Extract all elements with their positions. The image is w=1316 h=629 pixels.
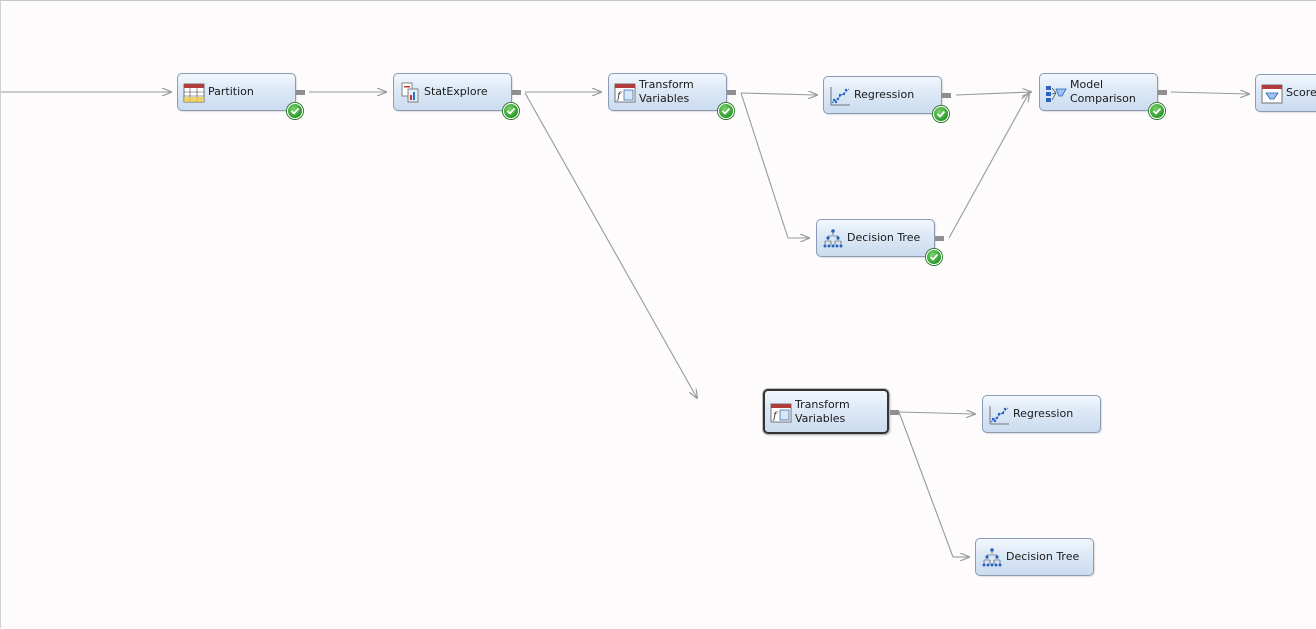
completed-status-icon [1149,103,1165,119]
statexplore-node[interactable]: StatExplore [393,73,521,119]
decision-tree-node-2[interactable]: Decision Tree [975,538,1094,576]
completed-status-icon [933,106,949,122]
output-port[interactable] [942,93,951,98]
node-label: Transform Variables [639,78,694,105]
link-transform2-to-regression2 [898,412,975,414]
node-label: Score [1286,86,1316,99]
output-port[interactable] [727,90,736,95]
link-transform-to-regression [740,93,817,95]
output-port[interactable] [296,90,305,95]
node-label: Decision Tree [1006,550,1080,563]
regression-icon [830,87,850,106]
model-comparison-node[interactable]: Model Comparison [1039,73,1167,119]
completed-status-icon [718,103,734,119]
node-label: Transform Variables [795,397,850,425]
regression-node-2[interactable]: Regression [982,395,1101,433]
regression-icon [989,406,1009,425]
output-port[interactable] [890,410,899,415]
decision-tree-icon [823,229,843,248]
output-port[interactable] [935,236,944,241]
model-comparison-icon [1046,86,1067,102]
completed-status-icon [926,249,942,265]
link-regression-to-model-comparison [955,92,1031,95]
link-decision-tree-to-model-comparison [948,93,1029,239]
node-label: Regression [854,88,915,101]
link-transform-to-decision-tree [740,92,789,239]
node-label: Model Comparison [1070,78,1136,105]
decision-tree-icon [982,548,1002,567]
output-port[interactable] [512,90,521,95]
partition-node[interactable]: Partition [177,73,305,119]
link-model-comparison-to-score [1170,92,1249,94]
svg-text:f: f [616,91,623,102]
score-node[interactable]: Score [1255,74,1316,112]
node-label: StatExplore [424,85,488,98]
completed-status-icon [503,103,519,119]
statexplore-icon [401,82,419,103]
transform-variables-node-selected[interactable]: f Transform Variables [763,389,899,434]
partition-icon [183,83,205,103]
decision-tree-node[interactable]: Decision Tree [816,219,944,265]
transform-variables-icon: f [614,83,636,103]
transform-variables-node[interactable]: f Transform Variables [608,73,736,119]
svg-text:f: f [772,411,779,422]
node-label: Regression [1013,407,1074,420]
node-label: Decision Tree [847,231,921,244]
link-transform2-to-decision-tree2 [898,411,954,558]
output-port[interactable] [1158,90,1167,95]
score-icon [1261,84,1283,104]
regression-node[interactable]: Regression [823,76,951,122]
link-statexplore-to-transform-2 [524,92,697,398]
node-label: Partition [208,85,254,98]
transform-variables-icon: f [770,403,792,423]
completed-status-icon [287,103,303,119]
